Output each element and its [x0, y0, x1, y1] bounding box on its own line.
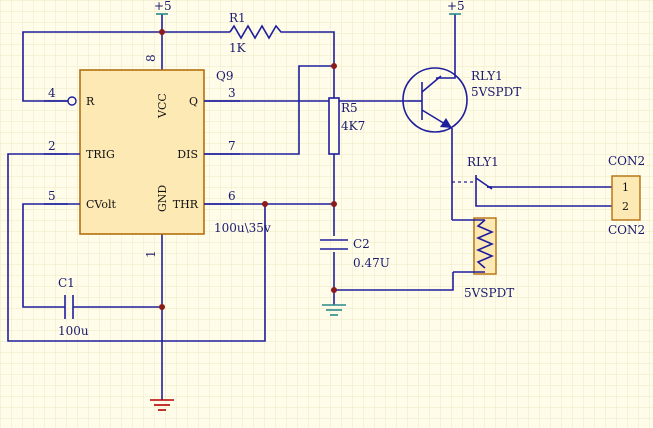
- transistor-value: 5VSPDT: [471, 85, 521, 99]
- pin-label-dis: DIS: [177, 148, 198, 161]
- wire-collector-vcc: [436, 14, 456, 79]
- reset-inverter-bubble: [67, 96, 77, 106]
- resistor-r5[interactable]: R5 4K7: [328, 97, 365, 155]
- r1-zigzag[interactable]: [229, 24, 285, 40]
- junction-c1-gnd: [159, 304, 165, 310]
- ic-body[interactable]: [79, 69, 205, 235]
- junction-r5-top: [331, 63, 337, 69]
- transistor-collector: [421, 75, 442, 93]
- r1-value: 1K: [229, 41, 247, 55]
- connector-ref: CON2: [608, 154, 645, 168]
- vcc-right: +5: [447, 0, 465, 15]
- c1-value: 100u: [58, 324, 89, 338]
- resistor-r1[interactable]: R1 1K: [229, 11, 285, 55]
- relay-value: 5VSPDT: [464, 286, 514, 300]
- c2-value: 0.47U: [353, 256, 390, 270]
- junction-trig: [262, 201, 268, 207]
- capacitor-c2[interactable]: C2 0.47U: [320, 237, 390, 270]
- junction-vcc: [159, 29, 165, 35]
- transistor-npn[interactable]: RLY1 5VSPDT: [402, 67, 521, 133]
- relay-ref: RLY1: [467, 155, 499, 169]
- connector-pin-2: 2: [622, 200, 629, 213]
- transistor-circle[interactable]: [402, 67, 468, 133]
- connector-pin-1: 1: [622, 181, 629, 194]
- c1-ref: C1: [58, 276, 75, 290]
- pin-number-8: 8: [144, 54, 158, 62]
- connector-body[interactable]: [611, 175, 641, 221]
- junction-dots: [159, 29, 337, 310]
- pin-number-7: 7: [228, 139, 236, 153]
- cap-note: 100u\35v: [214, 221, 271, 235]
- pin-label-cvolt: CVolt: [86, 198, 116, 211]
- junction-gnd: [331, 287, 337, 293]
- pin-number-6: 6: [228, 189, 236, 203]
- relay[interactable]: RLY1 5VSPDT: [452, 155, 514, 300]
- vcc-label-left: +5: [154, 0, 172, 13]
- ground-symbol-ic: [150, 399, 174, 411]
- wire-r1-to-r5: [285, 31, 335, 98]
- pin-label-gnd: GND: [156, 185, 169, 212]
- connector-con2[interactable]: CON2 1 2 CON2: [608, 154, 645, 237]
- pin-label-vcc: VCC: [156, 93, 169, 119]
- connector-name: CON2: [608, 223, 645, 237]
- pin-number-5: 5: [48, 189, 56, 203]
- wire-dis-node: [204, 65, 334, 155]
- pin-number-1: 1: [144, 250, 158, 258]
- relay-contact-common: [475, 175, 487, 207]
- transistor-ref: RLY1: [471, 69, 503, 83]
- ic-refdes: Q9: [216, 69, 233, 83]
- wire-gnd-relay: [334, 272, 454, 291]
- vcc-label-right: +5: [447, 0, 465, 13]
- wires: [7, 14, 612, 400]
- pin-label-r: R: [86, 95, 95, 108]
- emitter-arrow-icon: [440, 118, 452, 128]
- r5-body[interactable]: [328, 97, 340, 155]
- r5-value: 4K7: [341, 119, 365, 133]
- ic-555[interactable]: R TRIG CVolt Q DIS THR VCC GND 4 2 5 3 7…: [44, 54, 240, 258]
- r5-ref: R5: [341, 101, 358, 115]
- pin-label-q: Q: [189, 95, 198, 108]
- wire-trig-loop: [7, 153, 266, 342]
- vcc-left: +5: [154, 0, 172, 15]
- ground-symbol-c2: [322, 304, 346, 316]
- pin-number-3: 3: [228, 86, 236, 100]
- junction-thr: [331, 201, 337, 207]
- pin-label-thr: THR: [173, 198, 199, 211]
- capacitor-c1[interactable]: C1 100u: [58, 276, 89, 338]
- r1-ref: R1: [229, 11, 246, 25]
- relay-coil-winding: [475, 219, 495, 269]
- pin-label-trig: TRIG: [86, 148, 115, 161]
- c2-ref: C2: [353, 237, 370, 251]
- pin-number-2: 2: [48, 139, 56, 153]
- pin-number-4: 4: [48, 86, 56, 100]
